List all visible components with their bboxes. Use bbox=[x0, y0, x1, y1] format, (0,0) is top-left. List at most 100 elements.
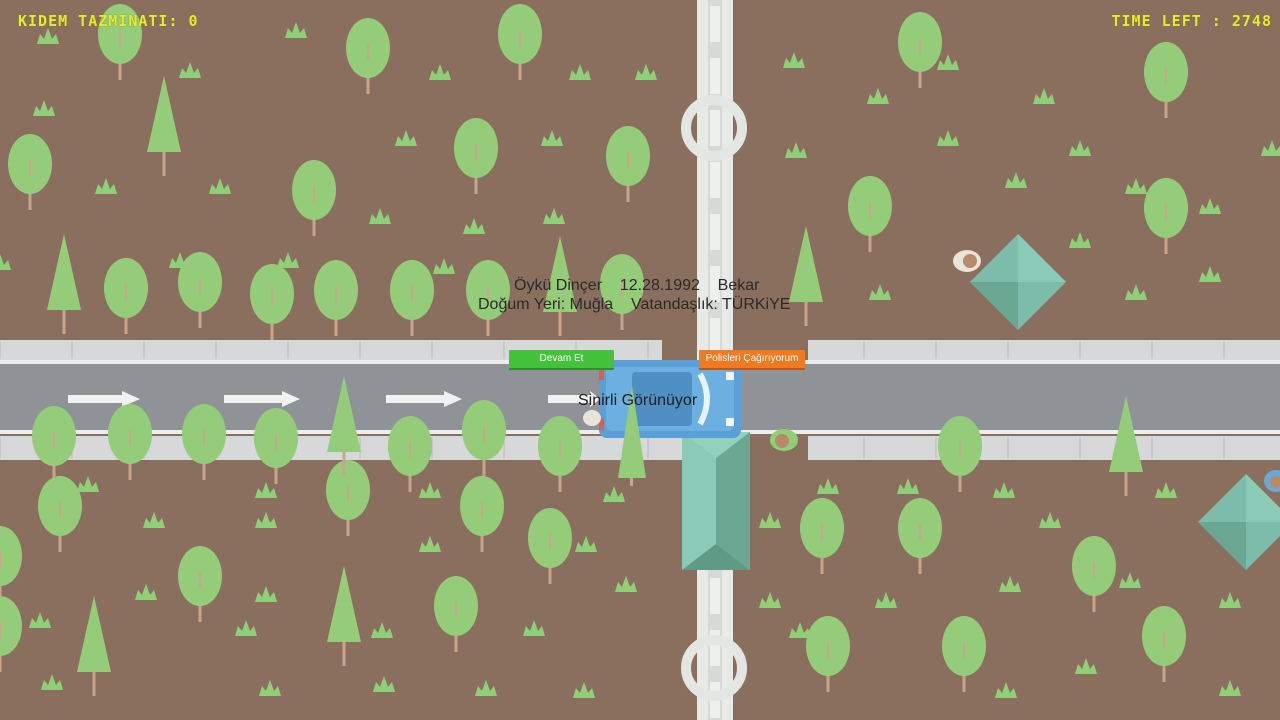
tree bbox=[47, 234, 81, 334]
grass-tuft bbox=[569, 64, 591, 80]
tree bbox=[806, 616, 850, 692]
severance-counter: KIDEM TAZMINATI: 0 bbox=[18, 12, 199, 30]
grass-tuft bbox=[77, 476, 99, 492]
tree bbox=[326, 460, 370, 536]
tree bbox=[0, 526, 22, 602]
tree bbox=[543, 236, 577, 336]
tree bbox=[460, 476, 504, 552]
tree bbox=[38, 476, 82, 552]
grass-tuft bbox=[615, 576, 637, 592]
grass-tuft bbox=[143, 512, 165, 528]
grass-tuft bbox=[0, 254, 11, 270]
grass-tuft bbox=[371, 622, 393, 638]
tree bbox=[0, 596, 22, 672]
grass-tuft bbox=[95, 178, 117, 194]
tree bbox=[538, 416, 582, 492]
grass-tuft bbox=[1039, 512, 1061, 528]
tree bbox=[606, 126, 650, 202]
tree bbox=[250, 264, 294, 340]
grass-tuft bbox=[783, 52, 805, 68]
trees bbox=[0, 4, 1188, 696]
grass-tuft bbox=[1261, 140, 1280, 156]
grass-tuft bbox=[419, 536, 441, 552]
tree bbox=[454, 118, 498, 194]
passenger-mood: Sinirli Görünüyor bbox=[578, 392, 698, 409]
tree bbox=[600, 254, 644, 330]
grass-tuft bbox=[1155, 482, 1177, 498]
tree bbox=[800, 498, 844, 574]
time-left-counter: TIME LEFT : 2748 bbox=[1111, 12, 1272, 30]
tree bbox=[1072, 536, 1116, 612]
grass-tuft bbox=[867, 88, 889, 104]
grass-tuft bbox=[41, 674, 63, 690]
tree bbox=[327, 566, 361, 666]
grass-tuft bbox=[993, 482, 1015, 498]
grass-tuft bbox=[603, 486, 625, 502]
grass-tuft bbox=[433, 258, 455, 274]
tree bbox=[388, 416, 432, 492]
tree bbox=[178, 252, 222, 328]
tree bbox=[898, 498, 942, 574]
grass-tuft bbox=[541, 130, 563, 146]
grass-tuft bbox=[759, 512, 781, 528]
grass-tuft bbox=[573, 682, 595, 698]
pedestrian bbox=[953, 250, 981, 272]
grass-tuft bbox=[179, 62, 201, 78]
tree bbox=[292, 160, 336, 236]
grass-tuft bbox=[869, 284, 891, 300]
tree bbox=[314, 260, 358, 336]
grass-tuft bbox=[235, 620, 257, 636]
lane-arrow bbox=[224, 391, 300, 407]
tree-over-car bbox=[618, 386, 646, 486]
lane-arrow bbox=[68, 391, 140, 407]
tree bbox=[848, 176, 892, 252]
tree bbox=[434, 576, 478, 652]
tree bbox=[1144, 178, 1188, 254]
tree bbox=[1142, 606, 1186, 682]
grass-tuft bbox=[255, 482, 277, 498]
tree bbox=[108, 404, 152, 480]
grass-tuft bbox=[1075, 658, 1097, 674]
grass-tuft bbox=[999, 576, 1021, 592]
lane-arrow bbox=[548, 391, 600, 407]
grass-tuft bbox=[33, 100, 55, 116]
grass-tuft bbox=[1069, 232, 1091, 248]
tree bbox=[104, 258, 148, 334]
tree bbox=[938, 416, 982, 492]
roundabout-top bbox=[681, 95, 747, 161]
grass-tuft bbox=[1219, 680, 1241, 696]
grass-tuft bbox=[255, 586, 277, 602]
grass-tuft bbox=[1069, 140, 1091, 156]
grass-tuft bbox=[475, 680, 497, 696]
tree bbox=[466, 260, 510, 336]
tree bbox=[32, 406, 76, 482]
grass-tuft bbox=[789, 622, 811, 638]
house-roof-edge bbox=[1198, 474, 1280, 570]
grass-tuft bbox=[937, 130, 959, 146]
tree bbox=[1109, 396, 1143, 496]
call-police-button[interactable]: Polisleri Çağırıyorum bbox=[699, 350, 805, 370]
grass-tuft bbox=[817, 478, 839, 494]
tree bbox=[254, 408, 298, 484]
grass-tuft bbox=[1005, 172, 1027, 188]
grass-tuft bbox=[209, 178, 231, 194]
grass-tuft bbox=[373, 676, 395, 692]
grass-tuft bbox=[785, 142, 807, 158]
grass-tuft bbox=[575, 536, 597, 552]
lane-arrow bbox=[386, 391, 462, 407]
grass-tuft bbox=[1199, 198, 1221, 214]
tree bbox=[498, 4, 542, 80]
grass-tuft bbox=[937, 54, 959, 70]
grass-tuft bbox=[875, 592, 897, 608]
tree bbox=[528, 508, 572, 584]
grass-tuft bbox=[419, 482, 441, 498]
grass-tufts bbox=[0, 22, 1280, 698]
grass-tuft bbox=[995, 682, 1017, 698]
grass-tuft bbox=[897, 478, 919, 494]
grass-tuft bbox=[255, 512, 277, 528]
tree bbox=[182, 404, 226, 480]
grass-tuft bbox=[395, 130, 417, 146]
continue-button[interactable]: Devam Et bbox=[509, 350, 614, 370]
grass-tuft bbox=[463, 218, 485, 234]
